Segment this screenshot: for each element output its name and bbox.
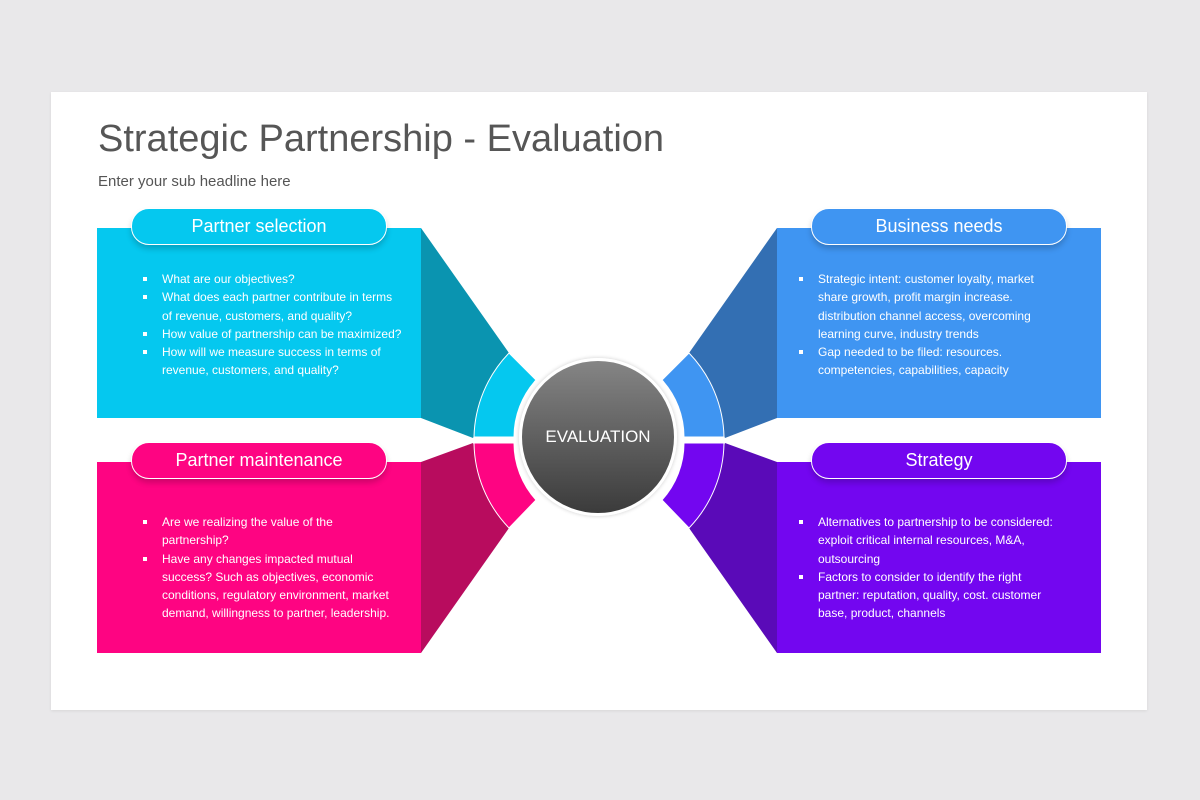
bullet-item: Alternatives to partnership to be consid… [799,513,1063,568]
bullet-item: What does each partner contribute in ter… [143,288,402,325]
partner-maintenance-heading: Partner maintenance [131,442,387,479]
strategy-arc-segment [661,442,725,529]
bullet-item: How will we measure success in terms of … [143,343,402,380]
page-title: Strategic Partnership - Evaluation [98,118,665,160]
partner-maintenance-arc-segment [473,442,537,529]
partner-selection-arc-segment [473,352,537,438]
business-needs-heading: Business needs [811,208,1067,245]
evaluation-center-circle: EVALUATION [519,358,677,516]
strategy-box [777,462,1101,653]
bullet-item: Gap needed to be filed: resources. compe… [799,343,1063,380]
page-subtitle: Enter your sub headline here [98,173,291,190]
bullet-item: What are our objectives? [143,270,402,288]
partner-selection-bullets: What are our objectives? What does each … [143,270,402,380]
bullet-item: Have any changes impacted mutual success… [143,550,402,623]
bullet-item: How value of partnership can be maximize… [143,325,402,343]
business-needs-box [777,228,1101,418]
business-needs-bullets: Strategic intent: customer loyalty, mark… [799,270,1063,380]
bullet-item: Strategic intent: customer loyalty, mark… [799,270,1063,343]
bullet-item: Are we realizing the value of the partne… [143,513,402,550]
strategy-heading: Strategy [811,442,1067,479]
strategy-bullets: Alternatives to partnership to be consid… [799,513,1063,623]
business-needs-arc-segment [661,352,725,438]
partner-maintenance-box [97,462,421,653]
bullet-item: Factors to consider to identify the righ… [799,568,1063,623]
partner-selection-heading: Partner selection [131,208,387,245]
partner-maintenance-bullets: Are we realizing the value of the partne… [143,513,402,623]
partner-selection-box [97,228,421,418]
